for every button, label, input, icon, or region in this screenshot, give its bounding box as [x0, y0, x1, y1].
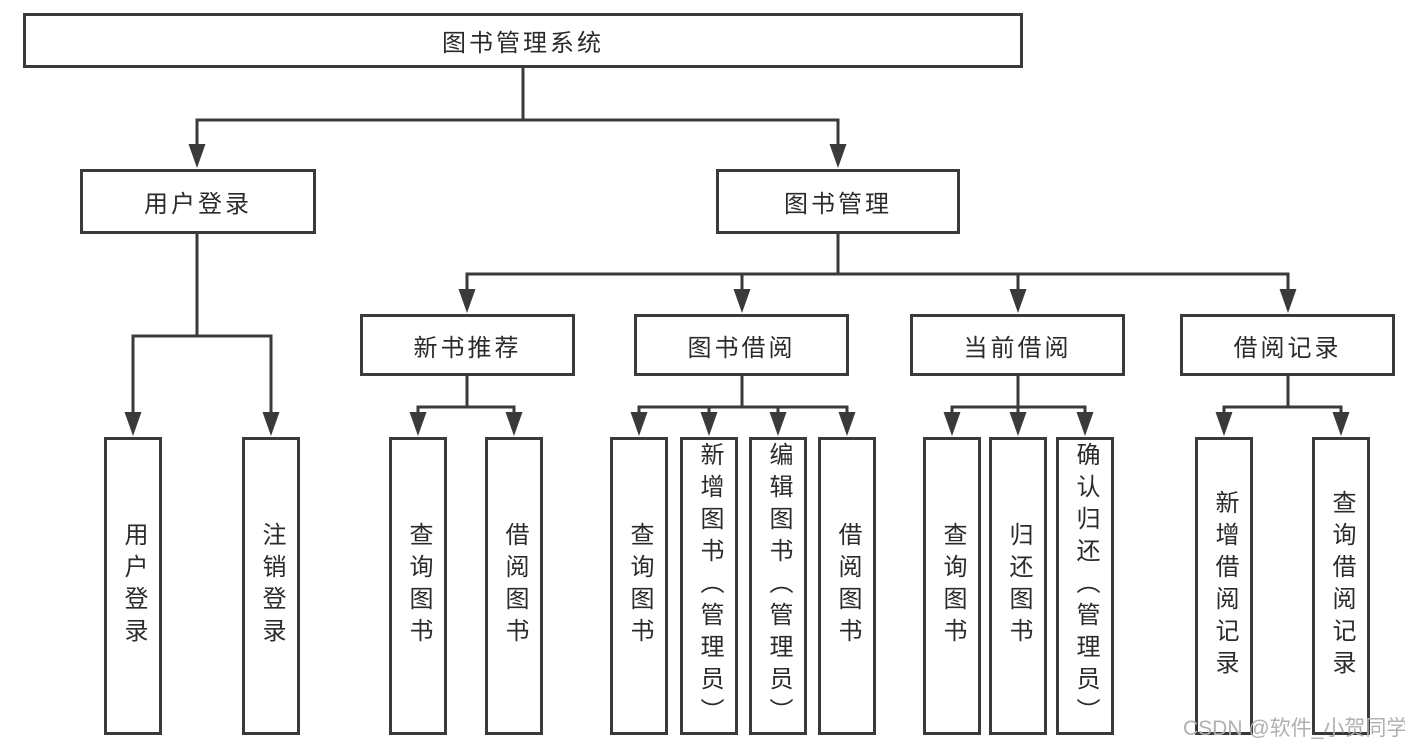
leaf-bb-borrow-books: 借阅图书	[818, 437, 876, 735]
node-borrowing-records: 借阅记录	[1180, 314, 1395, 376]
node-label: 新书推荐	[413, 334, 522, 362]
leaf-bb-edit-books-admin: 编辑图书（管理员）	[749, 437, 807, 735]
node-user-login: 用户登录	[80, 169, 316, 234]
arrowhead	[630, 412, 648, 436]
node-book-borrowing: 图书借阅	[634, 314, 849, 376]
leaf-rec-borrow-books: 借阅图书	[485, 437, 543, 735]
leaf-label: 注销登录	[258, 522, 285, 650]
leaf-label: 归还图书	[1005, 522, 1032, 650]
leaf-bb-add-books-admin: 新增图书（管理员）	[680, 437, 738, 735]
leaf-label: 借阅图书	[834, 522, 861, 650]
node-label: 图书管理系统	[442, 30, 604, 57]
leaf-label: 新增图书（管理员）	[696, 442, 723, 730]
arrowhead	[124, 412, 142, 436]
node-book-management: 图书管理	[716, 169, 960, 234]
leaf-label: 查询图书	[939, 522, 966, 650]
leaf-cb-query-books: 查询图书	[923, 437, 981, 735]
arrowhead	[505, 412, 523, 436]
node-book-management-system: 图书管理系统	[23, 13, 1023, 68]
arrowhead	[733, 289, 751, 313]
arrowhead	[188, 144, 206, 168]
arrowhead	[1009, 289, 1027, 313]
node-label: 用户登录	[144, 191, 252, 218]
leaf-cb-return-books: 归还图书	[989, 437, 1047, 735]
leaf-label: 编辑图书（管理员）	[765, 442, 792, 730]
arrowhead	[262, 412, 280, 436]
node-label: 图书借阅	[687, 334, 796, 362]
arrowhead	[1009, 412, 1027, 436]
leaf-br-query-record: 查询借阅记录	[1312, 437, 1370, 735]
leaf-br-add-record: 新增借阅记录	[1195, 437, 1253, 735]
connector-user-login-children	[131, 234, 273, 418]
arrowhead	[1076, 412, 1094, 436]
leaf-label: 查询借阅记录	[1328, 490, 1355, 682]
leaf-label: 新增借阅记录	[1211, 490, 1238, 682]
node-label: 借阅记录	[1233, 334, 1342, 362]
node-current-borrowing: 当前借阅	[910, 314, 1125, 376]
arrowhead	[838, 412, 856, 436]
leaf-label: 借阅图书	[501, 522, 528, 650]
connector-new-book-children	[416, 376, 516, 418]
arrowhead	[829, 144, 847, 168]
leaf-label: 查询图书	[626, 522, 653, 650]
connector-book-management-children	[465, 234, 1290, 295]
connector-book-borrow-children	[637, 376, 849, 418]
arrowhead	[769, 412, 787, 436]
leaf-label: 查询图书	[405, 522, 432, 650]
node-new-book-recommendation: 新书推荐	[360, 314, 575, 376]
csdn-watermark: CSDN @软件_小贺同学	[1183, 717, 1405, 740]
leaf-bb-query-books: 查询图书	[610, 437, 668, 735]
leaf-user-login: 用户登录	[104, 437, 162, 735]
connector-current-borrow-children	[950, 376, 1087, 418]
arrowhead	[1215, 412, 1233, 436]
connector-level2-bar	[195, 118, 840, 150]
leaf-cb-confirm-return-admin: 确认归还（管理员）	[1056, 437, 1114, 735]
arrowhead	[1332, 412, 1350, 436]
arrowhead	[409, 412, 427, 436]
leaf-rec-query-books: 查询图书	[389, 437, 447, 735]
arrowhead	[458, 289, 476, 313]
arrowhead	[943, 412, 961, 436]
leaf-label: 用户登录	[120, 522, 147, 650]
leaf-label: 确认归还（管理员）	[1072, 442, 1099, 730]
leaf-logout: 注销登录	[242, 437, 300, 735]
node-label: 图书管理	[784, 191, 892, 218]
arrowhead	[1279, 289, 1297, 313]
arrowhead	[700, 412, 718, 436]
arrowheads	[124, 144, 1350, 436]
connector-borrow-records-children	[1222, 376, 1343, 418]
node-label: 当前借阅	[963, 334, 1072, 362]
